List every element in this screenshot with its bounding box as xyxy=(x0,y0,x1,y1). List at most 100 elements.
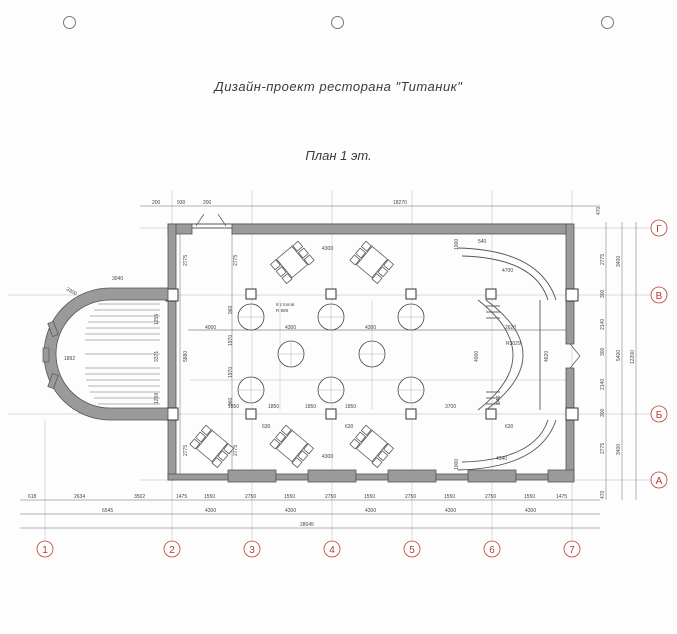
svg-text:300: 300 xyxy=(600,289,606,298)
svg-text:3040: 3040 xyxy=(112,276,123,282)
svg-text:1970: 1970 xyxy=(228,367,234,378)
svg-text:4700: 4700 xyxy=(502,268,513,274)
axis-marker-v: В xyxy=(650,286,668,304)
svg-text:2775: 2775 xyxy=(233,255,239,266)
svg-text:2775: 2775 xyxy=(183,445,189,456)
svg-text:3300: 3300 xyxy=(65,287,78,298)
svg-text:3400: 3400 xyxy=(616,256,622,267)
staircase-bay xyxy=(42,287,169,421)
svg-text:630: 630 xyxy=(262,424,271,430)
svg-text:В: В xyxy=(656,291,663,302)
svg-text:2775: 2775 xyxy=(233,445,239,456)
svg-text:618: 618 xyxy=(28,494,37,500)
left-dimensions: 2775 5880 2775 2775 2775 xyxy=(183,255,239,456)
svg-text:2634: 2634 xyxy=(74,494,85,500)
svg-text:2620: 2620 xyxy=(505,325,516,331)
svg-text:5880: 5880 xyxy=(183,351,189,362)
axis-marker-b: Б xyxy=(650,405,668,423)
svg-text:630: 630 xyxy=(345,424,354,430)
stage xyxy=(457,247,557,471)
svg-text:4620: 4620 xyxy=(544,351,550,362)
svg-text:8 столов: 8 столов xyxy=(276,302,295,307)
svg-text:960: 960 xyxy=(228,305,234,314)
svg-text:1259: 1259 xyxy=(154,393,160,404)
svg-text:1: 1 xyxy=(42,545,48,556)
svg-text:630: 630 xyxy=(505,424,514,430)
svg-text:1475: 1475 xyxy=(176,494,187,500)
svg-text:4340: 4340 xyxy=(496,456,507,462)
svg-text:2750: 2750 xyxy=(325,494,336,500)
svg-text:4300: 4300 xyxy=(285,508,296,514)
svg-text:2750: 2750 xyxy=(245,494,256,500)
svg-text:540: 540 xyxy=(478,239,487,245)
svg-text:2750: 2750 xyxy=(485,494,496,500)
svg-text:Б: Б xyxy=(656,410,663,421)
svg-text:3400: 3400 xyxy=(616,444,622,455)
svg-text:3502: 3502 xyxy=(134,494,145,500)
svg-text:1475: 1475 xyxy=(556,494,567,500)
svg-text:6545: 6545 xyxy=(102,508,113,514)
svg-text:960: 960 xyxy=(228,397,234,406)
columns xyxy=(165,288,579,421)
svg-text:1550: 1550 xyxy=(524,494,535,500)
svg-text:7: 7 xyxy=(569,545,575,556)
top-dimensions: 200 930 200 18270 470 xyxy=(152,200,602,215)
svg-text:470: 470 xyxy=(600,490,606,499)
punch-hole-right xyxy=(601,16,614,29)
svg-text:2750: 2750 xyxy=(405,494,416,500)
vertical-axis-markers: 1 2 3 4 5 6 7 xyxy=(36,540,581,558)
horizontal-axis-markers: Г В Б А xyxy=(650,219,668,489)
building-walls xyxy=(167,213,581,483)
svg-text:1850: 1850 xyxy=(228,404,239,410)
svg-text:3: 3 xyxy=(249,545,255,556)
svg-text:Г: Г xyxy=(656,224,662,235)
svg-text:4300: 4300 xyxy=(525,508,536,514)
svg-text:4300: 4300 xyxy=(445,508,456,514)
svg-text:1970: 1970 xyxy=(228,335,234,346)
svg-text:1550: 1550 xyxy=(444,494,455,500)
interior-dimensions: 4300 4300 4000 4300 4300 2620 1850 1850 … xyxy=(205,239,550,470)
right-dimensions: 2775 300 2140 300 2140 300 2775 470 3400… xyxy=(600,254,636,499)
svg-text:200: 200 xyxy=(203,200,212,206)
svg-text:3371: 3371 xyxy=(154,351,160,362)
svg-text:1550: 1550 xyxy=(364,494,375,500)
svg-text:470: 470 xyxy=(596,206,602,215)
axis-marker-3: 3 xyxy=(243,540,261,558)
svg-text:5: 5 xyxy=(409,545,415,556)
svg-text:4300: 4300 xyxy=(365,325,376,331)
stair-dimensions: 3040 1255 3371 1892 1259 3300 xyxy=(64,276,160,404)
svg-text:А: А xyxy=(656,476,663,487)
svg-text:12200: 12200 xyxy=(630,350,636,364)
svg-text:200: 200 xyxy=(152,200,161,206)
svg-text:2775: 2775 xyxy=(600,254,606,265)
axis-marker-7: 7 xyxy=(563,540,581,558)
svg-text:6: 6 xyxy=(489,545,495,556)
svg-text:2: 2 xyxy=(169,545,175,556)
svg-text:4: 4 xyxy=(329,545,335,556)
svg-text:2140: 2140 xyxy=(600,379,606,390)
svg-text:3700: 3700 xyxy=(445,404,456,410)
svg-text:1000: 1000 xyxy=(454,239,460,250)
axis-marker-a: А xyxy=(650,471,668,489)
bottom-dimensions-row1: 618 2634 3502 1475 1550 2750 1550 2750 1… xyxy=(28,494,567,500)
svg-text:1850: 1850 xyxy=(268,404,279,410)
svg-text:4300: 4300 xyxy=(205,508,216,514)
svg-text:5400: 5400 xyxy=(616,350,622,361)
svg-text:930: 930 xyxy=(177,200,186,206)
svg-text:18270: 18270 xyxy=(393,200,407,206)
svg-text:1892: 1892 xyxy=(64,356,75,362)
svg-text:1550: 1550 xyxy=(204,494,215,500)
grid-lines xyxy=(8,190,655,540)
svg-text:1850: 1850 xyxy=(305,404,316,410)
svg-text:1550: 1550 xyxy=(284,494,295,500)
axis-marker-g: Г xyxy=(650,219,668,237)
punch-hole-left xyxy=(63,16,76,29)
svg-text:4000: 4000 xyxy=(205,325,216,331)
svg-text:4300: 4300 xyxy=(322,246,333,252)
svg-text:4300: 4300 xyxy=(285,325,296,331)
svg-text:4300: 4300 xyxy=(322,454,333,460)
svg-text:28045: 28045 xyxy=(300,522,314,528)
square-tables xyxy=(189,240,394,469)
